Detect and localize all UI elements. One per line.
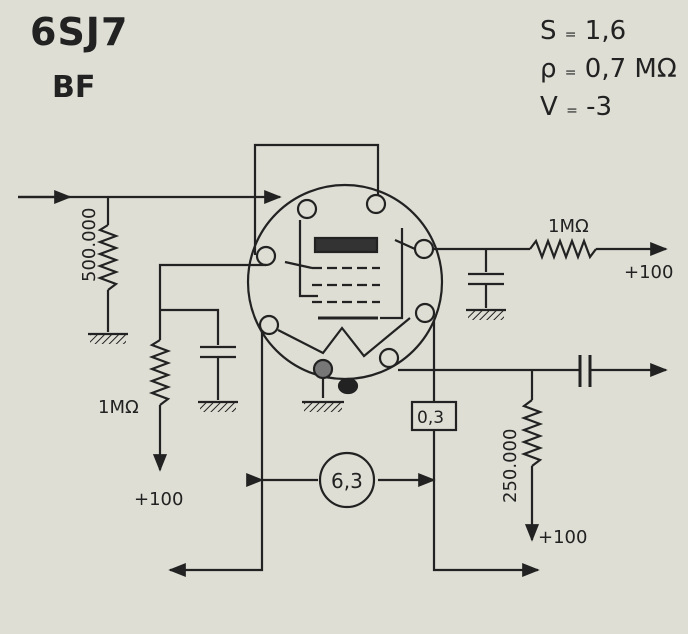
use-label: BF: [52, 70, 96, 105]
internal-wire-3: [394, 238, 416, 251]
pin-6: [414, 302, 436, 324]
tube-envelope: [246, 183, 444, 381]
pin-1: [296, 198, 318, 220]
pin-5: [258, 314, 280, 336]
pin-7: [312, 358, 334, 380]
heater-current-label: 0,3: [417, 408, 444, 428]
output-resistor-label: 250.000: [500, 429, 521, 503]
plate-resistor: [529, 237, 597, 261]
heater-lead-right: [432, 320, 540, 578]
heater-voltage-label: 6,3: [331, 469, 363, 493]
ground-symbol-3: [468, 310, 504, 320]
pin-8: [378, 347, 400, 369]
output-resistor: [520, 399, 544, 467]
heater-voltage-circle: [318, 451, 376, 509]
screen-resistor: [148, 339, 172, 406]
heater-current-box: [410, 400, 458, 432]
tube-type-title: 6SJ7: [30, 10, 129, 54]
screen-cap-wire: [160, 308, 220, 345]
heater-filament: [277, 317, 411, 358]
internal-wire-4: [284, 260, 313, 270]
grid-leak-resistor: [96, 224, 120, 291]
grid-leak-label: 500.000: [79, 208, 100, 282]
ground-symbol-1: [90, 334, 126, 344]
top-grid-loop: [253, 143, 380, 255]
param-rho: ρ = 0,7 MΩ: [540, 54, 677, 84]
plate-supply-label: +100: [624, 262, 673, 283]
internal-wire-1: [298, 220, 318, 298]
screen-wire: [158, 263, 266, 340]
screen-supply-label: +100: [134, 489, 183, 510]
ground-symbol-2: [200, 402, 236, 412]
screen-resistor-label: 1MΩ: [98, 397, 139, 418]
param-s: S = 1,6: [540, 16, 627, 46]
param-v: V = -3: [540, 92, 612, 122]
ground-symbol-pin7: [304, 402, 342, 412]
plate-electrode: [313, 236, 379, 254]
internal-wire-2: [380, 228, 404, 320]
parameters-block: S = 1,6 ρ = 0,7 MΩ V = -3: [540, 14, 677, 128]
tube-base-key: [337, 377, 359, 395]
heater-lead-left: [168, 330, 264, 578]
pin-2: [365, 193, 387, 215]
pin-3: [255, 245, 277, 267]
output-supply-label: +100: [538, 527, 587, 548]
plate-resistor-label: 1MΩ: [548, 216, 589, 237]
pin-4: [413, 238, 435, 260]
